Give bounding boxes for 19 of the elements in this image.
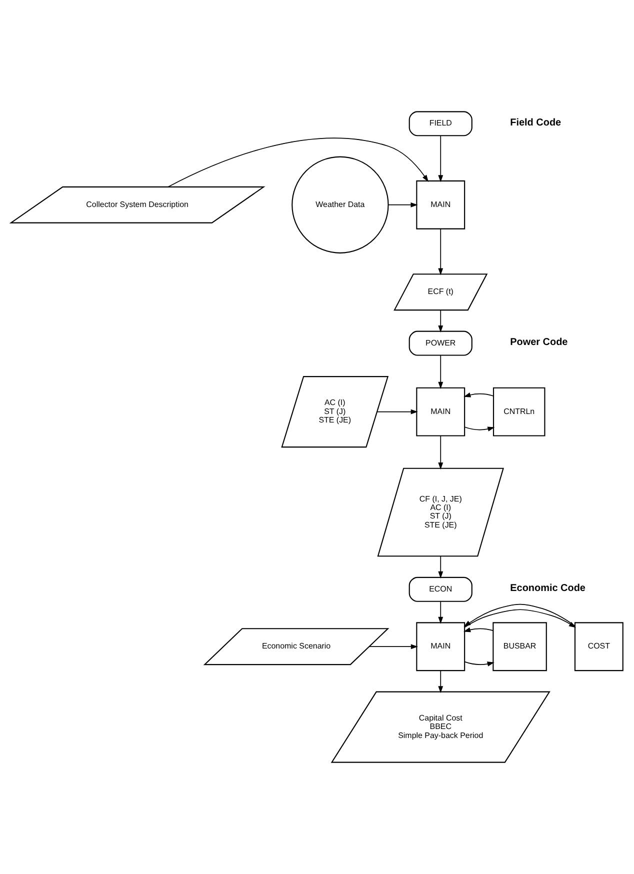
arrow <box>438 601 444 624</box>
arrow <box>438 354 444 389</box>
arrow <box>438 670 444 694</box>
arrow <box>464 392 494 398</box>
arrow <box>388 202 418 208</box>
arrow <box>438 228 444 276</box>
arrow <box>438 135 444 182</box>
label: Economic Code <box>510 583 586 594</box>
arrow <box>368 644 418 650</box>
arrow <box>438 556 444 578</box>
arrow <box>464 661 494 666</box>
arrow <box>376 409 418 414</box>
arrow <box>464 426 495 432</box>
arrow <box>168 138 428 188</box>
arrow <box>463 627 494 632</box>
arrow <box>438 436 444 470</box>
label: Power Code <box>510 336 568 348</box>
label: Field Code <box>510 117 562 128</box>
arrow <box>438 310 444 333</box>
